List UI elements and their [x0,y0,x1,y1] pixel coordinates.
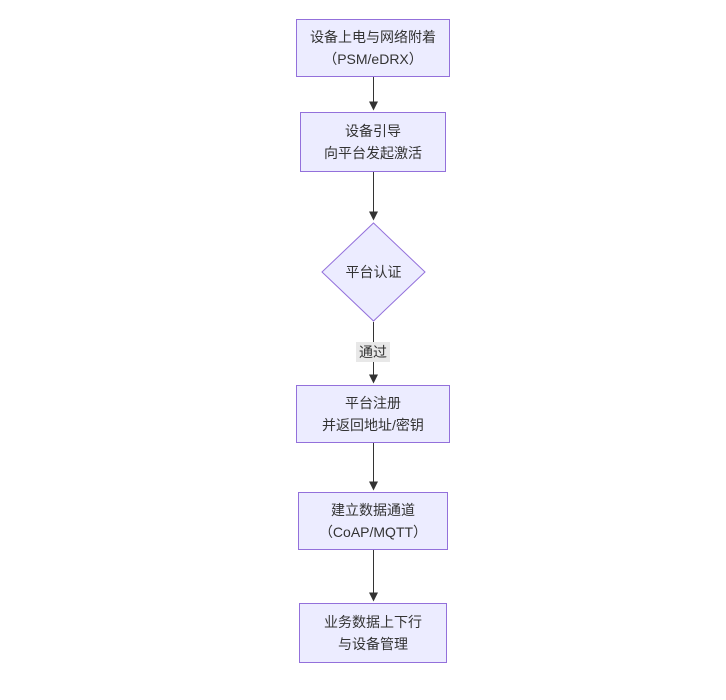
node-line: 设备引导 [345,123,401,139]
node-line: （PSM/eDRX） [323,51,423,67]
node-business-data: 业务数据上下行 与设备管理 [299,603,447,663]
edge-label-pass: 通过 [356,342,390,362]
node-power-attach: 设备上电与网络附着 （PSM/eDRX） [296,19,450,77]
diamond-shape [321,222,426,322]
node-register: 平台注册 并返回地址/密钥 [296,385,450,443]
node-line: 向平台发起激活 [324,145,422,161]
node-line: 平台注册 [345,395,401,411]
node-platform-auth: 平台认证 [321,222,426,322]
node-line: 并返回地址/密钥 [322,417,424,433]
node-bootstrap: 设备引导 向平台发起激活 [300,112,446,172]
node-line: 与设备管理 [338,636,408,652]
node-line: 平台认证 [345,264,402,280]
node-data-channel: 建立数据通道 （CoAP/MQTT） [298,492,448,550]
node-line: 业务数据上下行 [324,614,422,630]
node-line: 建立数据通道 [331,502,415,518]
node-line: （CoAP/MQTT） [318,524,428,540]
node-line: 设备上电与网络附着 [310,29,436,45]
